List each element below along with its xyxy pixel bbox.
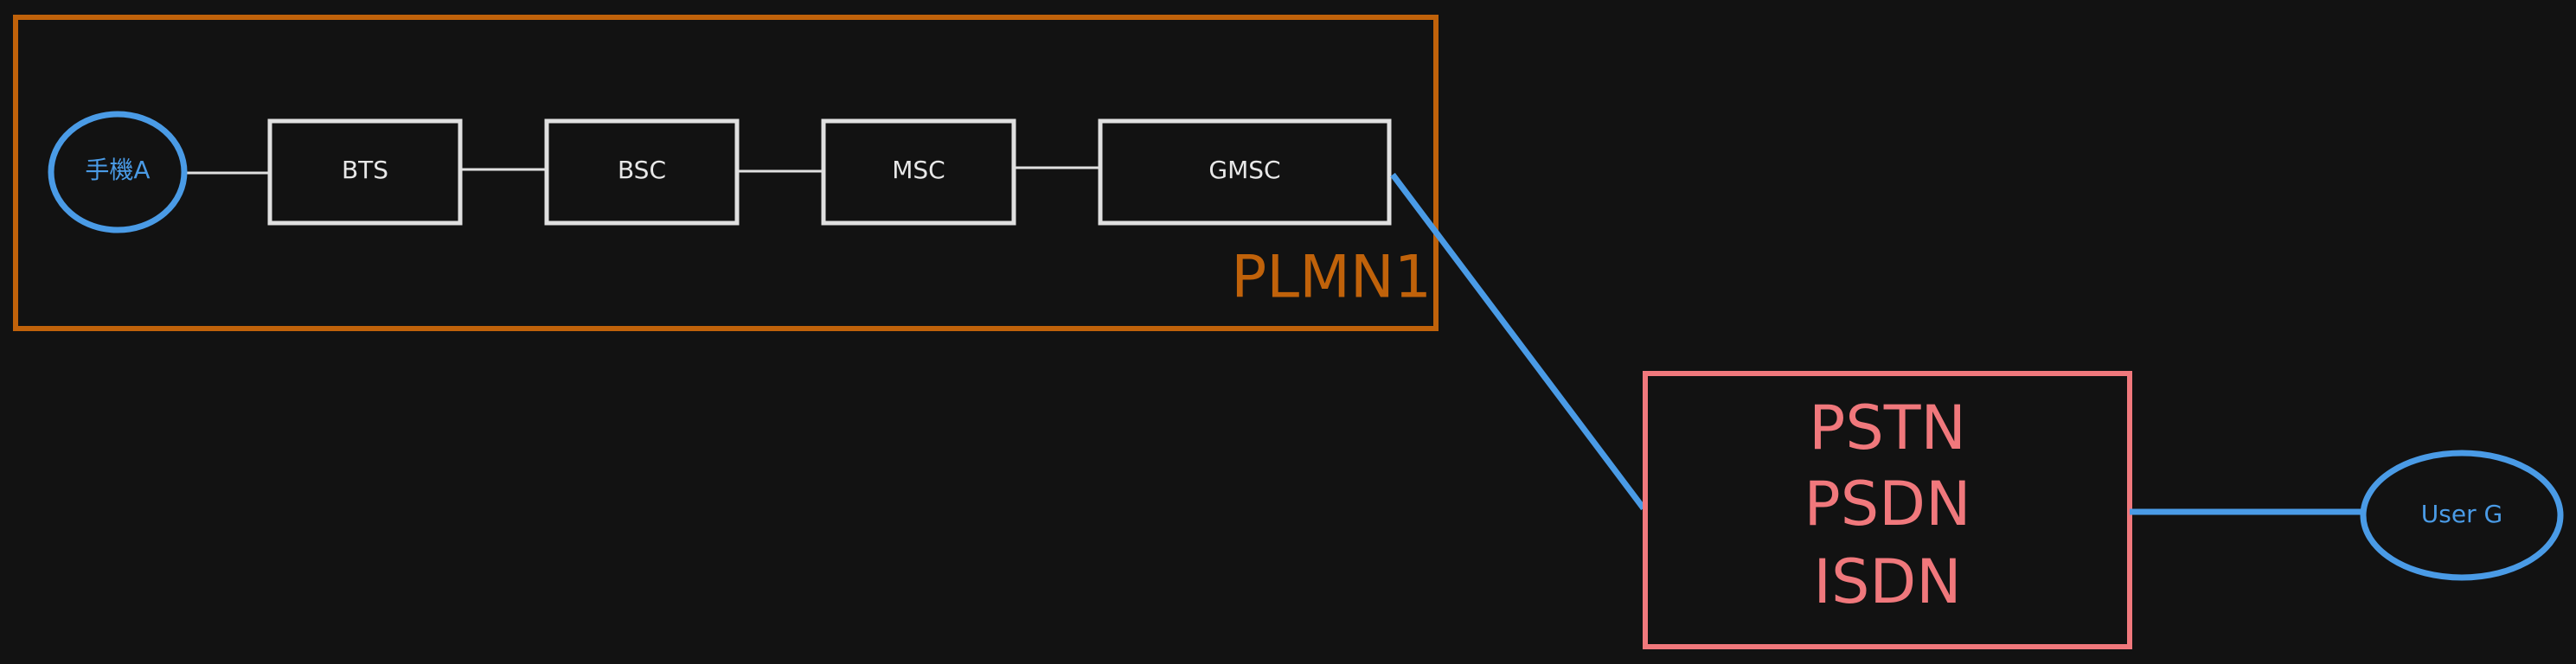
connector-gmsc-networks [1390,172,1646,511]
plmn-label: PLMN1 [1231,244,1432,312]
bts-box [267,118,463,226]
network-label-psdn: PSDN [1804,469,1971,540]
bts-node[interactable]: BTS [267,118,463,226]
gmsc-box [1098,118,1392,226]
bsc-node[interactable]: BSC [544,118,740,226]
bsc-label: BSC [618,156,666,184]
network-label-pstn: PSTN [1809,393,1966,463]
gmsc-node[interactable]: GMSC [1098,118,1392,226]
user-g-circle [2360,450,2564,581]
user-g-node[interactable]: User G [2360,450,2564,581]
msc-label: MSC [892,156,945,184]
plmn-frame [13,15,1439,331]
gmsc-label: GMSC [1208,156,1280,184]
bsc-box [544,118,740,226]
phone-a-circle [48,111,188,233]
network-label-isdn: ISDN [1813,546,1961,617]
user-g-label: User G [2421,500,2502,528]
bts-label: BTS [342,156,388,184]
msc-node[interactable]: MSC [821,118,1016,226]
phone-a-label: 手機A [85,156,150,184]
msc-box [821,118,1016,226]
networks-node[interactable]: PSTN PSDN ISDN [1643,371,2132,649]
phone-a-node[interactable]: 手機A [48,111,188,233]
